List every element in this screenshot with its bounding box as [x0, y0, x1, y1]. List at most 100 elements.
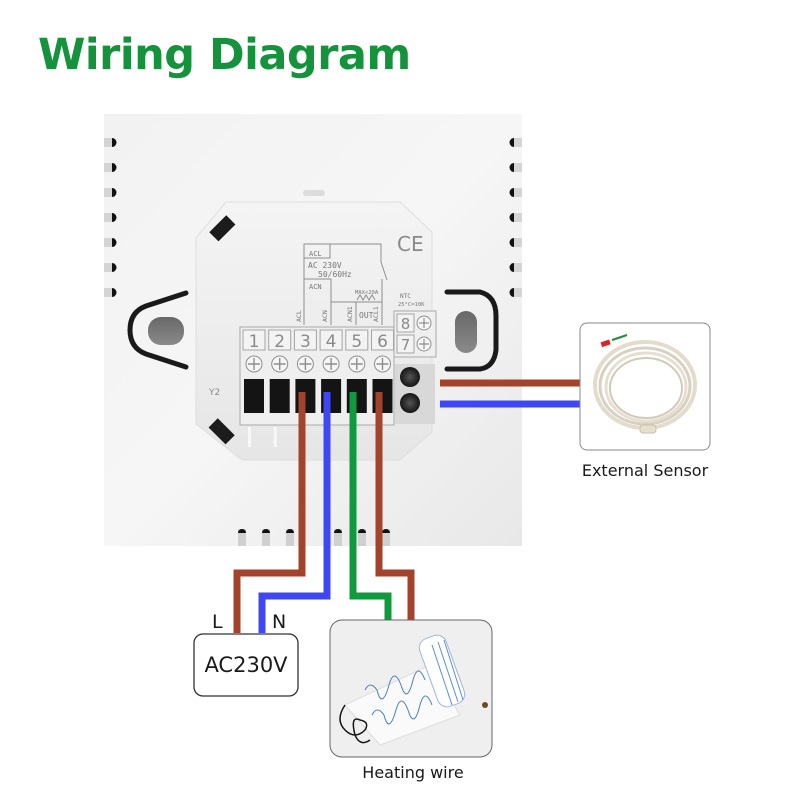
bottom-vent-slots	[238, 529, 390, 546]
sensor-terminal-number: 8	[401, 315, 411, 333]
label-ntc: NTC	[400, 293, 411, 300]
left-mounting-clip	[127, 290, 189, 370]
wire-heating-neutral	[349, 392, 392, 620]
top-notch	[303, 190, 325, 196]
label-vertical-acl: ACL	[295, 310, 303, 322]
label-vertical-acn: ACN	[321, 310, 329, 322]
vent-slot-shadow	[262, 529, 270, 533]
right-mounting-clip	[444, 289, 499, 372]
vent-slot	[104, 263, 115, 272]
coiled-sensor-cable-icon	[593, 334, 697, 434]
vent-slot	[104, 288, 115, 297]
label-max-current: MAX<20A	[355, 290, 379, 296]
circuit-schematic	[303, 243, 388, 325]
page-title: Wiring Diagram	[38, 30, 411, 80]
vent-slot	[334, 529, 342, 546]
label-acn: ACN	[309, 283, 322, 291]
vent-slot-shadow	[509, 138, 514, 147]
vent-slot-shadow	[112, 213, 117, 222]
screw-cross-icon	[248, 358, 260, 370]
terminal-number: 1	[249, 332, 260, 352]
label-acl: ACL	[309, 250, 322, 258]
terminal-number-box	[268, 329, 292, 351]
resistor-symbol	[356, 294, 376, 301]
vent-slot-shadow	[112, 263, 117, 272]
screw-cross-icon	[350, 358, 363, 370]
vent-slot-shadow	[334, 529, 342, 533]
neutral-label: N	[272, 611, 286, 633]
vent-slot	[286, 529, 294, 546]
label-out: OUT	[359, 311, 374, 320]
terminal-rib	[248, 427, 251, 447]
screw-cross-icon	[376, 358, 389, 370]
label-ntc-value: 25°C=10K	[398, 302, 425, 308]
label-supply-frequency: 50/60Hz	[318, 270, 352, 279]
terminal-socket[interactable]	[244, 379, 264, 413]
vent-slot	[238, 529, 246, 546]
left-vent-slots	[104, 138, 117, 297]
vent-slot	[104, 163, 115, 172]
sensor-terminal-number: 7	[401, 336, 411, 354]
vent-slot-shadow	[358, 529, 366, 533]
external-sensor: External Sensor	[579, 322, 711, 480]
vent-slot	[262, 529, 270, 546]
terminal-number: 2	[274, 332, 285, 352]
ce-mark: CE	[397, 232, 424, 256]
vent-slot-shadow	[112, 163, 117, 172]
screw-cross-icon	[325, 358, 338, 370]
model-mark: Y2	[208, 388, 220, 398]
screw-cross-icon	[273, 358, 286, 370]
lower-tab	[208, 418, 235, 445]
vent-slot	[511, 163, 522, 172]
label-vertical-acn1: ACN1	[346, 306, 354, 322]
wire-neutral-supply	[258, 392, 331, 633]
vent-slot	[104, 213, 115, 222]
heating-mat-roll-icon	[339, 634, 488, 746]
vent-slot-shadow	[509, 263, 514, 272]
power-source: L N AC230V	[193, 611, 299, 697]
vent-slot-shadow	[112, 238, 117, 247]
screw-cross-icon	[419, 339, 429, 349]
vent-slot	[104, 138, 115, 147]
screw-cross-icon	[299, 358, 312, 370]
sensor-screw-top	[400, 367, 420, 387]
sensor-terminal-number-box	[396, 334, 415, 354]
terminal-number-box	[319, 329, 343, 351]
vent-slot	[511, 263, 522, 272]
sensor-screw-bottom	[400, 393, 420, 413]
vent-slot	[104, 188, 115, 197]
label-supply-voltage: AC 230V	[308, 261, 342, 270]
vent-slot	[511, 238, 522, 247]
sensor-terminal-block: 87	[393, 310, 437, 358]
terminal-socket[interactable]	[269, 379, 290, 413]
vent-slot	[511, 188, 522, 197]
sensor-terminal-number-box	[396, 313, 415, 333]
terminal-number-box	[293, 329, 317, 351]
power-source-label: AC230V	[204, 653, 288, 677]
left-screw-hole	[148, 317, 184, 345]
wires	[233, 379, 580, 633]
vent-slot-shadow	[286, 529, 294, 533]
terminal-number: 5	[351, 332, 362, 352]
vent-slot-shadow	[509, 238, 514, 247]
terminal-number: 6	[377, 332, 388, 352]
terminal-number: 4	[326, 332, 337, 352]
vent-slot-shadow	[509, 213, 514, 222]
external-sensor-caption: External Sensor	[582, 461, 709, 480]
vent-slot	[104, 238, 115, 247]
vent-slot-shadow	[238, 529, 246, 533]
vent-slot	[358, 529, 366, 546]
vent-slot	[511, 138, 522, 147]
terminal-housing	[239, 326, 395, 426]
power-source-box	[193, 633, 299, 697]
label-vertical-acl1: ACL1	[372, 306, 380, 322]
vent-slot-shadow	[112, 188, 117, 197]
upper-tab	[209, 215, 236, 242]
screw-cross-icon	[419, 318, 429, 328]
terminal-number-box	[345, 329, 369, 351]
vent-slot-shadow	[112, 288, 117, 297]
wire-heating-live	[375, 392, 415, 620]
thermostat-back-panel: CE ACL AC 230V 50/60Hz ACN MAX<20A OUT N…	[104, 114, 522, 546]
terminal-number: 3	[300, 332, 311, 352]
